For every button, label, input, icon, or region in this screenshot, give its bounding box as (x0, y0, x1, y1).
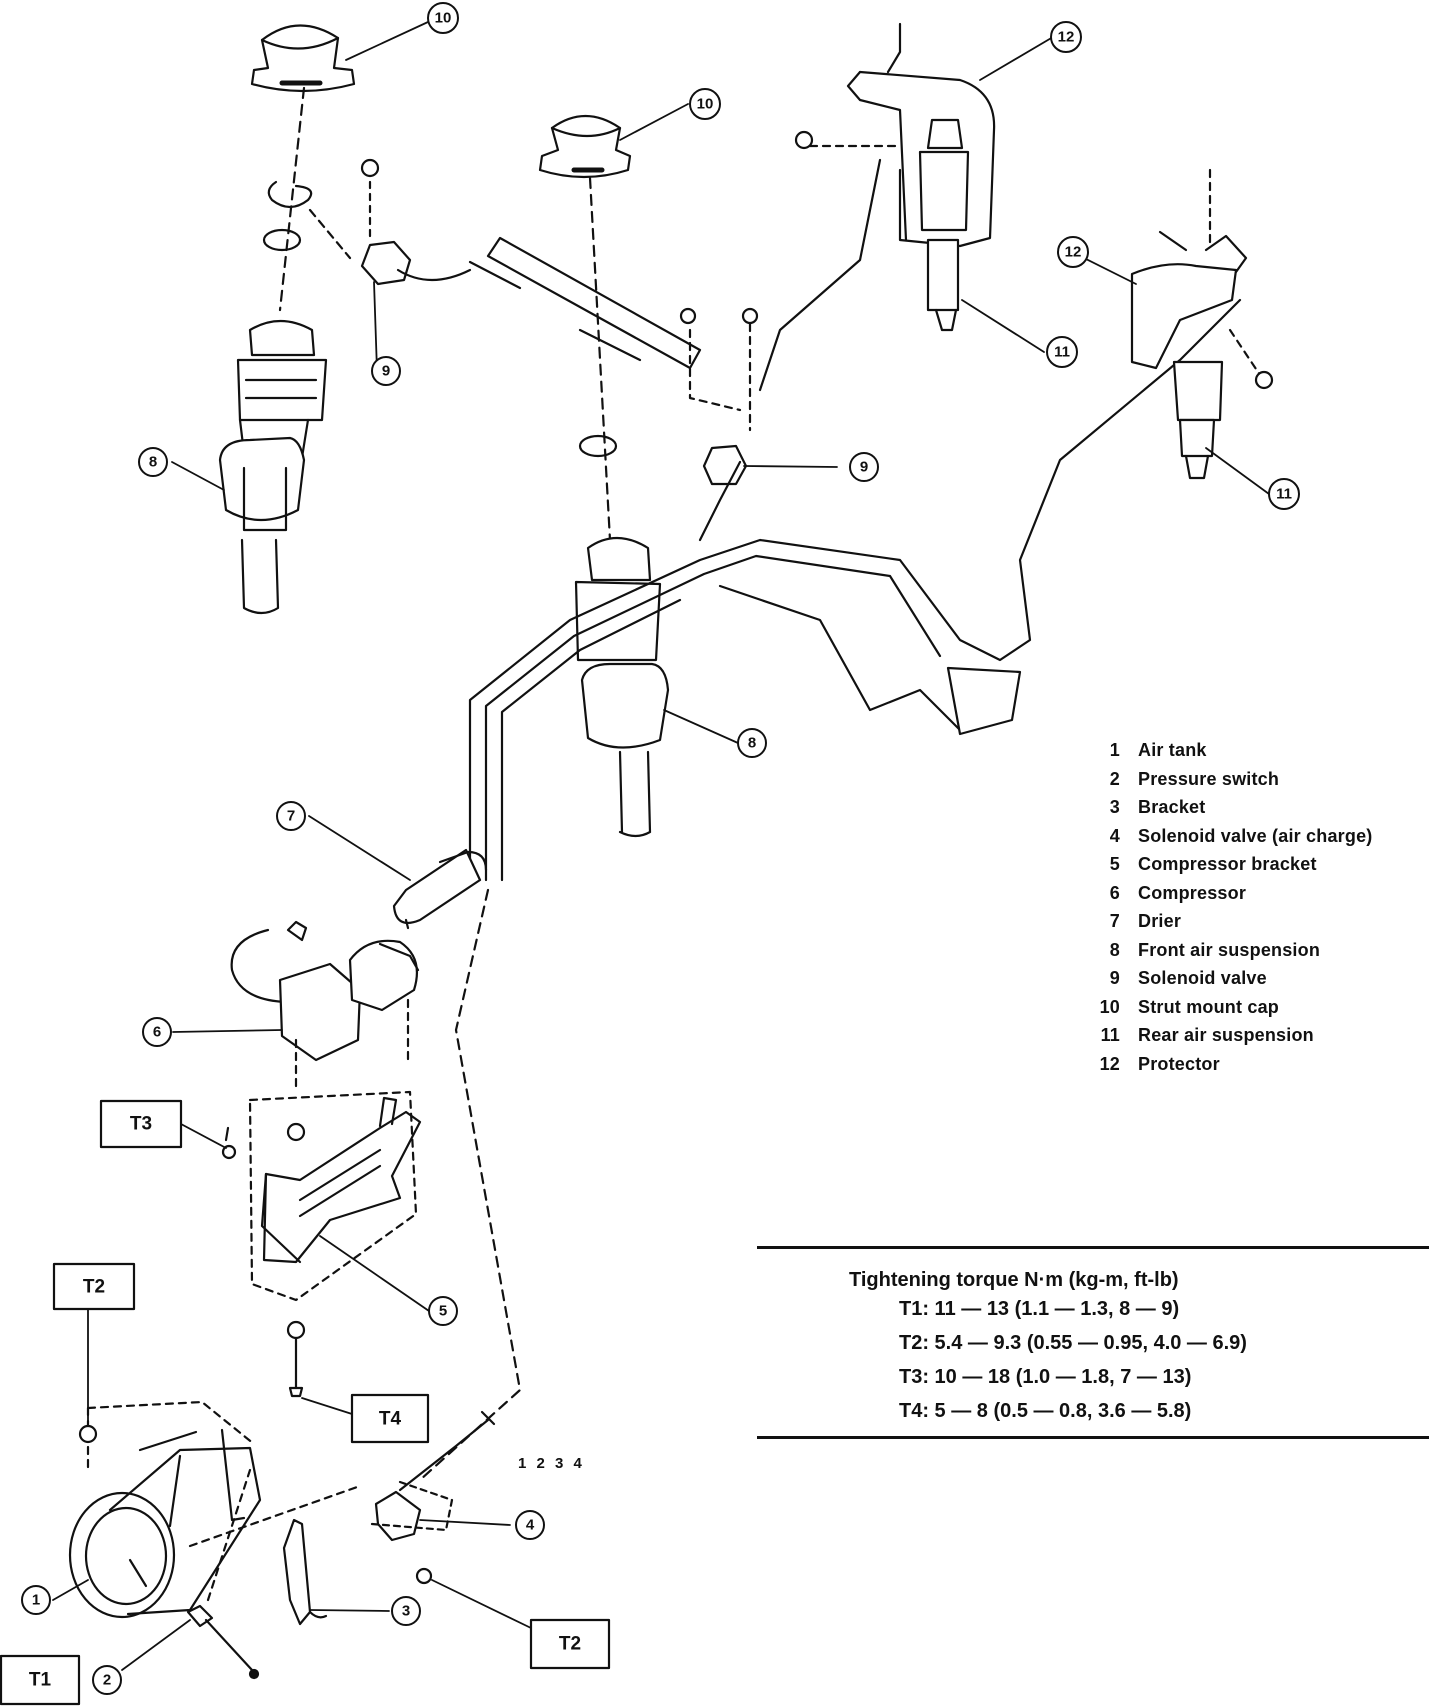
legend-item-number: 5 (1109, 854, 1120, 874)
divider-bottom (757, 1436, 1429, 1439)
rear-air-suspension-left (1172, 360, 1224, 480)
legend-item-label: Pressure switch (1138, 768, 1280, 789)
torque-box-t2-top: T2 (83, 1277, 105, 1298)
legend-item: 11 Rear air suspension (1080, 1025, 1420, 1054)
dashed-line (418, 888, 522, 1482)
legend-item-number: 3 (1109, 797, 1120, 817)
legend-item-label: Drier (1138, 911, 1182, 931)
legend-item-number: 4 (1109, 825, 1120, 846)
legend-item-label: Air tank (1138, 740, 1207, 760)
callout-circles (21, 2, 1300, 1695)
legend-item-number: 2 (1109, 768, 1120, 789)
callout-11-left: 11 (1276, 486, 1292, 503)
compressor-bracket (248, 1090, 422, 1398)
divider-top (757, 1246, 1429, 1249)
legend-item-number: 9 (1109, 968, 1120, 988)
legend-item-number: 11 (1100, 1025, 1120, 1045)
compressor (230, 920, 420, 1092)
nut (221, 1144, 237, 1160)
legend-item: 8 Front air suspension (1080, 940, 1420, 969)
callout-10-right: 10 (697, 96, 714, 113)
rear-air-suspension-right (918, 118, 970, 332)
legend-item: 9 Solenoid valve (1080, 968, 1420, 997)
callout-7: 7 (287, 808, 295, 825)
legend-item: 4 Solenoid valve (air charge) (1080, 826, 1420, 855)
torque-row-t4: T4: 5 — 8 (0.5 — 0.8, 3.6 — 5.8) (899, 1400, 1192, 1422)
torque-boxes (0, 1099, 611, 1706)
dashed-line (588, 176, 612, 542)
leader-lines (52, 21, 1270, 1671)
air-tank (68, 1428, 262, 1619)
callout-10-left: 10 (435, 10, 452, 27)
legend-item: 1 Air tank (1080, 740, 1420, 769)
legend-item-number: 1 (1109, 740, 1120, 760)
legend-item: 10 Strut mount cap (1080, 997, 1420, 1026)
torque-row-t3: T3: 10 — 18 (1.0 — 1.8, 7 — 13) (899, 1366, 1192, 1388)
torque-box-t2-bottom: T2 (559, 1634, 581, 1655)
torque-box-t4: T4 (379, 1409, 402, 1430)
bolt (224, 1126, 230, 1142)
legend-item-label: Solenoid valve (1138, 968, 1267, 988)
legend-item-number: 6 (1109, 882, 1120, 903)
torque-box-t1: T1 (29, 1670, 52, 1691)
legend-item-label: Front air suspension (1138, 939, 1321, 960)
front-air-suspension-right (574, 537, 670, 838)
torque-table: Tightening torque N·m (kg-m, ft-lb) T1: … (757, 1246, 1429, 1439)
torque-title: Tightening torque N·m (kg-m, ft-lb) (849, 1269, 1179, 1291)
nut (78, 1424, 98, 1444)
legend-item-number: 10 (1099, 996, 1120, 1017)
drier (392, 848, 488, 930)
strut-mount-cap-left (250, 24, 356, 93)
callout-3: 3 (402, 1603, 410, 1620)
legend-item: 3 Bracket (1080, 797, 1420, 826)
dashed-line (278, 86, 306, 312)
legend-item: 2 Pressure switch (1080, 769, 1420, 798)
torque-row-t1: T1: 11 — 13 (1.1 — 1.3, 8 — 9) (899, 1298, 1180, 1320)
pressure-switch (186, 1604, 260, 1680)
legend-item: 12 Protector (1080, 1054, 1420, 1083)
callout-8-right: 8 (748, 735, 756, 752)
callout-8-left: 8 (149, 454, 157, 471)
legend-item: 6 Compressor (1080, 883, 1420, 912)
torque-row-t2: T2: 5.4 — 9.3 (0.55 — 0.95, 4.0 — 6.9) (899, 1332, 1247, 1354)
callout-2: 2 (103, 1672, 111, 1689)
legend-item-label: Solenoid valve (air charge) (1138, 825, 1373, 846)
callout-12-right: 12 (1058, 29, 1075, 46)
pipe-rail (468, 236, 702, 370)
callout-12-left: 12 (1065, 244, 1082, 261)
callout-4: 4 (526, 1517, 535, 1534)
torque-box-t3: T3 (130, 1114, 152, 1135)
air-lines (468, 158, 1242, 882)
strut-mount-cap-right (538, 115, 632, 179)
washer (578, 434, 618, 458)
legend-item-label: Strut mount cap (1138, 996, 1279, 1017)
callout-11-right: 11 (1054, 344, 1070, 361)
legend-item-label: Bracket (1138, 797, 1206, 817)
legend-item-label: Protector (1138, 1053, 1220, 1074)
legend-item-label: Compressor (1138, 882, 1247, 903)
small-codes: 1 2 3 4 (518, 1455, 585, 1472)
legend-item-number: 7 (1109, 911, 1120, 931)
callout-1: 1 (32, 1592, 40, 1609)
tank-bracket (282, 1518, 328, 1626)
legend-item: 5 Compressor bracket (1080, 854, 1420, 883)
solenoid-valve-air-charge (188, 1410, 496, 1585)
callout-5: 5 (439, 1303, 447, 1320)
legend-item-number: 12 (1099, 1053, 1120, 1074)
legend-item-number: 8 (1109, 939, 1120, 960)
front-air-suspension-left (218, 320, 328, 615)
legend-item-label: Compressor bracket (1138, 854, 1317, 874)
callout-9-right: 9 (860, 459, 868, 476)
legend-item-label: Rear air suspension (1138, 1025, 1314, 1045)
rear-left-protector (1130, 168, 1274, 390)
solenoid-valve-left (262, 158, 472, 286)
legend-item: 7 Drier (1080, 911, 1420, 940)
solenoid-valve-right (679, 307, 759, 486)
callout-9-left: 9 (382, 363, 390, 380)
callout-6: 6 (153, 1024, 161, 1041)
